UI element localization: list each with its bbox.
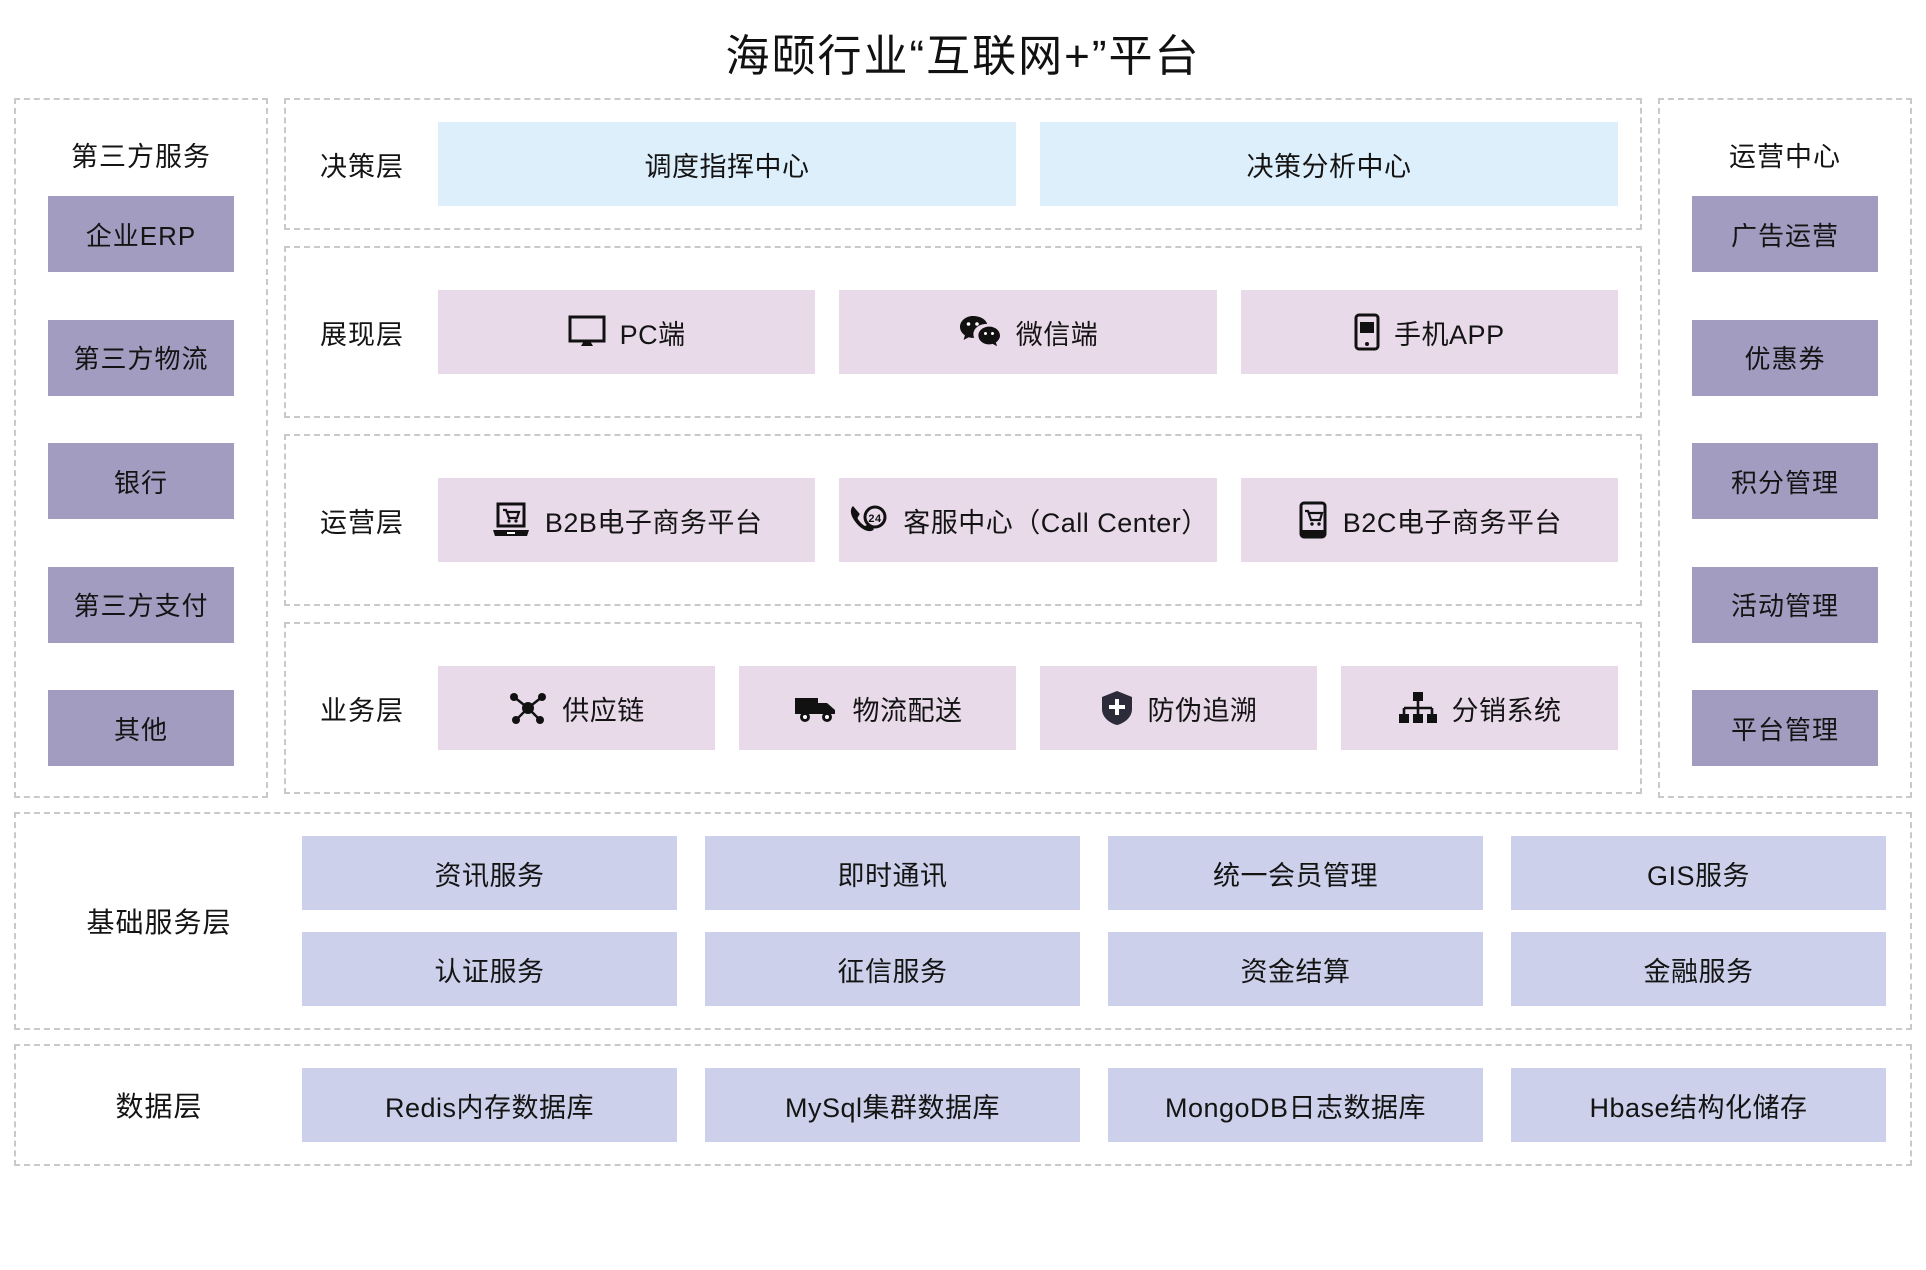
list-item[interactable]: 第三方支付 [48, 566, 234, 643]
base-service-item-news[interactable]: 资讯服务 [302, 836, 677, 910]
hierarchy-icon [1398, 690, 1438, 726]
list-item[interactable]: 积分管理 [1692, 443, 1878, 519]
presentation-item-label: 手机APP [1394, 319, 1505, 350]
list-item[interactable]: 活动管理 [1692, 566, 1878, 643]
list-item[interactable]: 其他 [48, 690, 234, 766]
network-nodes-icon [508, 689, 548, 727]
operation-item-call-center[interactable]: 24 客服中心（Call Center） [839, 478, 1217, 562]
wechat-icon [958, 314, 1002, 350]
presentation-item-mobile-app[interactable]: 手机APP [1240, 290, 1618, 374]
base-service-item-gis[interactable]: GIS服务 [1511, 836, 1886, 910]
layer-business: 业务层 [284, 622, 1642, 794]
data-layer-grid: Redis内存数据库 MySql集群数据库 MongoDB日志数据库 Hbase… [302, 1068, 1886, 1142]
layer-business-items: 供应链 物流配 [438, 624, 1618, 792]
layer-operation: 运营层 B2B电子 [284, 434, 1642, 606]
presentation-item-label: 微信端 [1015, 319, 1099, 350]
top-zone: 第三方服务 企业ERP 第三方物流 银行 第三方支付 其他 决策层 调度指挥中心 [0, 98, 1926, 798]
layer-base-service: 基础服务层 资讯服务 即时通讯 统一会员管理 GIS服务 认证服务 征信服务 资… [14, 812, 1912, 1030]
layer-data: 数据层 Redis内存数据库 MySql集群数据库 MongoDB日志数据库 H… [14, 1044, 1912, 1166]
decision-item-dispatch-center[interactable]: 调度指挥中心 [438, 122, 1016, 206]
list-item[interactable]: 第三方物流 [48, 319, 234, 396]
business-item-label: 分销系统 [1451, 695, 1562, 726]
presentation-item-pc[interactable]: PC端 [438, 290, 816, 374]
layer-presentation-label: 展现层 [320, 319, 404, 350]
data-item-hbase[interactable]: Hbase结构化储存 [1511, 1068, 1886, 1142]
operation-center-title: 运营中心 [1729, 142, 1841, 172]
business-item-label: 防伪追溯 [1147, 695, 1258, 726]
base-service-grid: 资讯服务 即时通讯 统一会员管理 GIS服务 认证服务 征信服务 资金结算 金融… [302, 836, 1886, 1006]
base-service-item-settlement[interactable]: 资金结算 [1108, 932, 1483, 1006]
third-party-services-list: 企业ERP 第三方物流 银行 第三方支付 其他 [16, 196, 266, 778]
layer-presentation: 展现层 PC端 [284, 246, 1642, 418]
phone-24h-icon: 24 [847, 501, 889, 539]
presentation-item-wechat[interactable]: 微信端 [839, 290, 1217, 374]
base-service-row: 认证服务 征信服务 资金结算 金融服务 [302, 932, 1886, 1006]
layer-decision-items: 调度指挥中心 决策分析中心 [438, 100, 1618, 228]
layer-decision: 决策层 调度指挥中心 决策分析中心 [284, 98, 1642, 230]
list-item[interactable]: 银行 [48, 443, 234, 519]
layer-data-label: 数据层 [115, 1091, 203, 1122]
business-item-label: 供应链 [562, 695, 645, 726]
decision-item-label: 决策分析中心 [1246, 151, 1412, 182]
list-item[interactable]: 平台管理 [1692, 690, 1878, 766]
data-layer-row: Redis内存数据库 MySql集群数据库 MongoDB日志数据库 Hbase… [302, 1068, 1886, 1142]
layer-presentation-items: PC端 微信端 [438, 248, 1618, 416]
laptop-cart-icon [491, 502, 531, 538]
mobile-app-icon [1354, 313, 1380, 351]
operation-center-panel: 运营中心 广告运营 优惠券 积分管理 活动管理 平台管理 [1658, 98, 1912, 798]
svg-text:24: 24 [869, 513, 883, 525]
third-party-services-title: 第三方服务 [71, 142, 211, 172]
operation-item-b2c[interactable]: B2C电子商务平台 [1240, 478, 1618, 562]
base-service-item-member[interactable]: 统一会员管理 [1108, 836, 1483, 910]
base-service-item-auth[interactable]: 认证服务 [302, 932, 677, 1006]
base-service-item-credit[interactable]: 征信服务 [705, 932, 1080, 1006]
base-service-zone: 基础服务层 资讯服务 即时通讯 统一会员管理 GIS服务 认证服务 征信服务 资… [0, 812, 1926, 1030]
page-title: 海颐行业“互联网+”平台 [725, 32, 1201, 81]
layer-operation-items: B2B电子商务平台 24 客服中心（Call Center） [438, 436, 1618, 604]
data-item-mongodb[interactable]: MongoDB日志数据库 [1108, 1068, 1483, 1142]
base-service-item-im[interactable]: 即时通讯 [705, 836, 1080, 910]
layer-business-label: 业务层 [320, 695, 404, 726]
business-item-label: 物流配送 [852, 695, 963, 726]
layer-decision-label: 决策层 [320, 151, 404, 182]
operation-item-label: 客服中心（Call Center） [903, 507, 1209, 538]
truck-icon [793, 692, 839, 724]
operation-item-label: B2C电子商务平台 [1342, 507, 1562, 538]
data-item-mysql[interactable]: MySql集群数据库 [705, 1068, 1080, 1142]
decision-item-label: 调度指挥中心 [644, 151, 810, 182]
data-item-redis[interactable]: Redis内存数据库 [302, 1068, 677, 1142]
base-service-row: 资讯服务 即时通讯 统一会员管理 GIS服务 [302, 836, 1886, 910]
presentation-item-label: PC端 [619, 319, 686, 350]
base-service-item-finance[interactable]: 金融服务 [1511, 932, 1886, 1006]
data-layer-zone: 数据层 Redis内存数据库 MySql集群数据库 MongoDB日志数据库 H… [0, 1044, 1926, 1166]
list-item[interactable]: 广告运营 [1692, 196, 1878, 272]
list-item[interactable]: 企业ERP [48, 196, 234, 272]
layer-operation-label: 运营层 [320, 507, 404, 538]
mobile-cart-icon [1297, 501, 1329, 539]
business-item-logistics[interactable]: 物流配送 [739, 666, 1016, 750]
shield-icon [1100, 689, 1134, 727]
list-item[interactable]: 优惠券 [1692, 319, 1878, 396]
operation-item-label: B2B电子商务平台 [544, 507, 763, 538]
center-layers: 决策层 调度指挥中心 决策分析中心 展现层 [284, 98, 1642, 798]
operation-item-b2b[interactable]: B2B电子商务平台 [438, 478, 816, 562]
business-item-anti-counterfeit[interactable]: 防伪追溯 [1040, 666, 1317, 750]
decision-item-analysis-center[interactable]: 决策分析中心 [1040, 122, 1618, 206]
third-party-services-panel: 第三方服务 企业ERP 第三方物流 银行 第三方支付 其他 [14, 98, 268, 798]
operation-center-list: 广告运营 优惠券 积分管理 活动管理 平台管理 [1660, 196, 1910, 778]
monitor-icon [568, 315, 606, 349]
business-item-supply-chain[interactable]: 供应链 [438, 666, 715, 750]
layer-base-service-label: 基础服务层 [86, 907, 232, 938]
business-item-distribution[interactable]: 分销系统 [1341, 666, 1618, 750]
